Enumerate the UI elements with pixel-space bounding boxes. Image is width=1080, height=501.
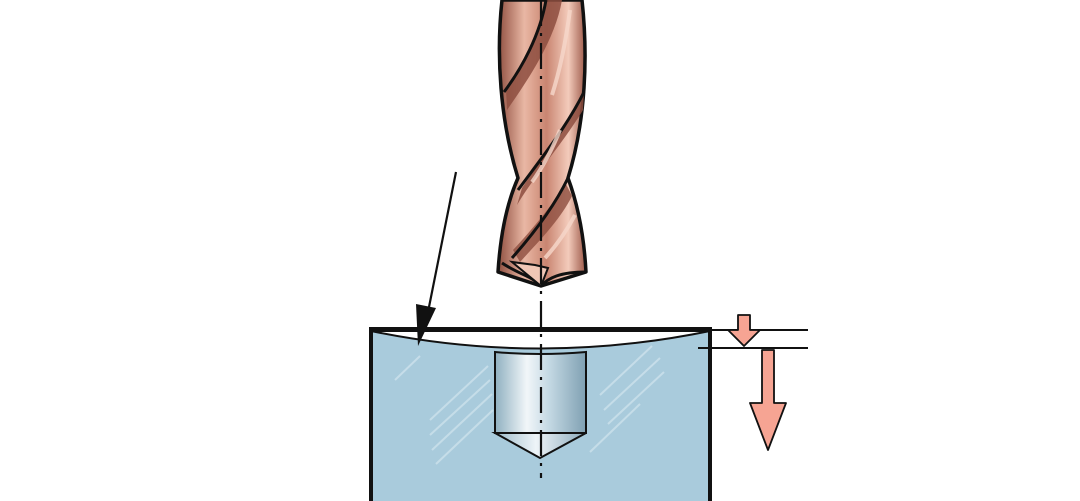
block-outline (369, 327, 712, 501)
leader-arrow-icon (416, 171, 458, 346)
drill-flute-3 (513, 184, 572, 262)
drill-flute-1 (506, 0, 562, 110)
block-hatching (394, 345, 665, 465)
feed-arrow-icon (727, 314, 761, 347)
drill-tip-facet (508, 260, 550, 288)
drill-highlights (530, 9, 577, 260)
large-feed-arrow-icon (749, 349, 787, 451)
